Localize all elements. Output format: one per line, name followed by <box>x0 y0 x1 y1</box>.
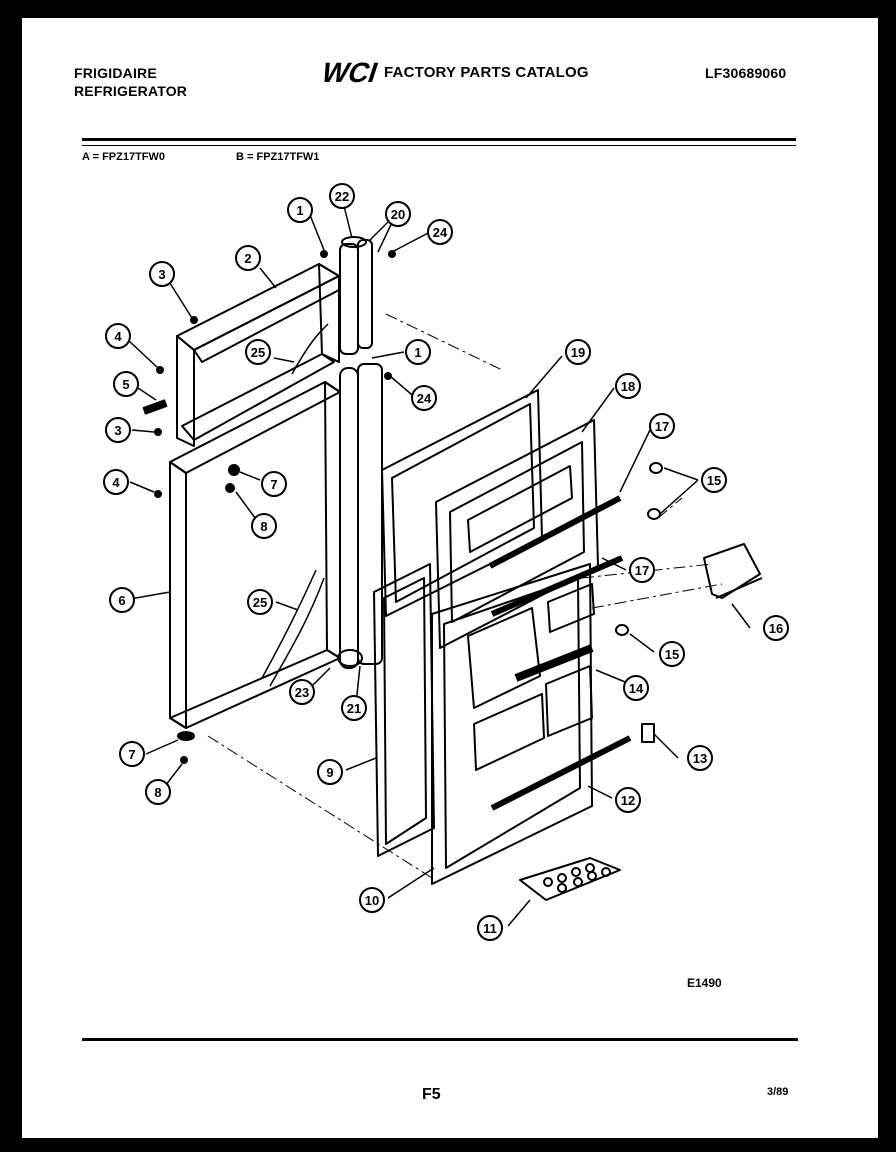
model-b-label: B = FPZ17TFW1 <box>236 151 320 163</box>
callout-label: 17 <box>635 563 649 578</box>
callout-1: 1 <box>287 197 313 223</box>
document-number: LF30689060 <box>705 65 787 81</box>
fresh-food-door-liner <box>431 555 632 885</box>
callout-label: 24 <box>417 391 432 406</box>
callout-label: 18 <box>621 379 635 394</box>
callout-label: 17 <box>655 419 669 434</box>
wci-logo-text: WCI <box>317 58 382 86</box>
callout-label: 3 <box>158 267 165 282</box>
callout-label: 8 <box>154 785 161 800</box>
header-rule <box>82 138 796 141</box>
callout-8: 8 <box>251 513 277 539</box>
callout-2: 2 <box>235 245 261 271</box>
callout-15: 15 <box>659 641 685 667</box>
callout-label: 1 <box>296 203 303 218</box>
callout-label: 10 <box>365 893 379 908</box>
callout-label: 3 <box>114 423 121 438</box>
callout-label: 22 <box>335 189 349 204</box>
callout-13: 13 <box>687 745 713 771</box>
callout-label: 1 <box>414 345 421 360</box>
callout-label: 25 <box>253 595 267 610</box>
product-type: REFRIGERATOR <box>74 83 188 99</box>
callout-4: 4 <box>105 323 131 349</box>
callout-label: 13 <box>693 751 707 766</box>
diagram-code: E1490 <box>687 976 722 990</box>
callout-25: 25 <box>247 589 273 615</box>
callout-label: 23 <box>295 685 309 700</box>
catalog-sheet: FRIGIDAIRE REFRIGERATOR WCI FACTORY PART… <box>22 18 878 1138</box>
callout-6: 6 <box>109 587 135 613</box>
callout-24: 24 <box>427 219 453 245</box>
callout-11: 11 <box>477 915 503 941</box>
exploded-parts-diagram: 1 22 20 24 2 3 4 25 1 19 5 24 18 3 17 15… <box>103 183 789 941</box>
callout-label: 19 <box>571 345 585 360</box>
callout-4: 4 <box>103 469 129 495</box>
egg-tray <box>519 857 621 901</box>
callout-19: 19 <box>565 339 591 365</box>
callout-label: 11 <box>483 921 497 936</box>
callout-16: 16 <box>763 615 789 641</box>
callout-label: 21 <box>347 701 361 716</box>
callout-7: 7 <box>119 741 145 767</box>
wci-logo: WCI <box>317 58 382 86</box>
brand-name: FRIGIDAIRE <box>74 65 157 81</box>
callout-8: 8 <box>145 779 171 805</box>
hardware-screws <box>142 250 396 764</box>
callout-label: 20 <box>391 207 405 222</box>
callout-20: 20 <box>385 201 411 227</box>
callout-12: 12 <box>615 787 641 813</box>
callout-label: 24 <box>433 225 448 240</box>
callout-17: 17 <box>629 557 655 583</box>
callout-21: 21 <box>341 695 367 721</box>
freezer-gasket <box>381 389 543 617</box>
header-rule-thin <box>82 145 796 146</box>
callout-23: 23 <box>289 679 315 705</box>
callout-25: 25 <box>245 339 271 365</box>
model-a-label: A = FPZ17TFW0 <box>82 151 166 163</box>
callout-1: 1 <box>405 339 431 365</box>
callout-bubbles: 1 22 20 24 2 3 4 25 1 19 5 24 18 3 17 15… <box>103 183 789 941</box>
freezer-door-frame <box>176 263 340 447</box>
callout-label: 9 <box>326 765 333 780</box>
catalog-title: FACTORY PARTS CATALOG <box>384 64 589 81</box>
callout-label: 2 <box>244 251 251 266</box>
upper-door-handle <box>339 236 373 355</box>
page-number: F5 <box>422 1086 441 1103</box>
callout-7: 7 <box>261 471 287 497</box>
callout-label: 4 <box>114 329 122 344</box>
lower-door-handle <box>337 363 383 669</box>
callout-label: 14 <box>629 681 644 696</box>
callout-label: 15 <box>707 473 721 488</box>
callout-label: 8 <box>260 519 267 534</box>
callout-22: 22 <box>329 183 355 209</box>
callout-label: 16 <box>769 621 783 636</box>
callout-label: 5 <box>122 377 129 392</box>
callout-14: 14 <box>623 675 649 701</box>
callout-label: 4 <box>112 475 120 490</box>
callout-9: 9 <box>317 759 343 785</box>
callout-label: 7 <box>270 477 277 492</box>
callout-3: 3 <box>149 261 175 287</box>
callout-label: 6 <box>118 593 125 608</box>
callout-label: 12 <box>621 793 635 808</box>
footer-rule <box>82 1038 798 1041</box>
callout-10: 10 <box>359 887 385 913</box>
callout-label: 15 <box>665 647 679 662</box>
callout-18: 18 <box>615 373 641 399</box>
fresh-food-gasket <box>373 563 435 857</box>
callout-24: 24 <box>411 385 437 411</box>
dairy-door-cover <box>703 543 763 599</box>
callout-5: 5 <box>113 371 139 397</box>
date-code: 3/89 <box>767 1086 789 1098</box>
callout-15: 15 <box>701 467 727 493</box>
alignment-lines <box>207 313 723 879</box>
callout-label: 7 <box>128 747 135 762</box>
callout-3: 3 <box>105 417 131 443</box>
callout-label: 25 <box>251 345 265 360</box>
callout-17: 17 <box>649 413 675 439</box>
callout-leaders <box>123 205 751 927</box>
fresh-food-door-frame <box>169 381 341 729</box>
retainer-clips <box>615 462 663 743</box>
